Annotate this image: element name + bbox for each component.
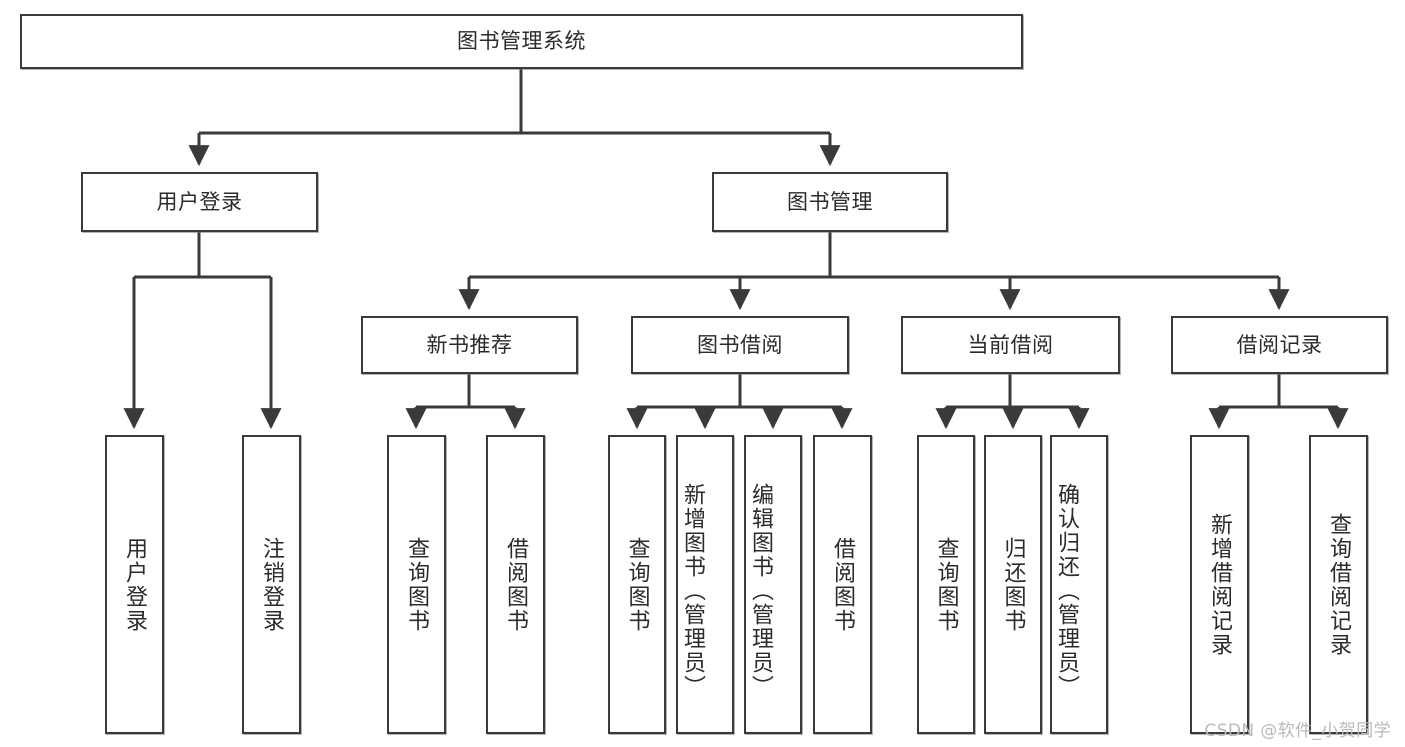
node-book-manage-label: 图书管理 <box>787 189 873 214</box>
node-leaf-return-book-label: 归还图书 <box>1000 536 1026 633</box>
node-root-label: 图书管理系统 <box>457 29 586 54</box>
node-leaf-user-logout-label: 注销登录 <box>259 536 285 633</box>
node-leaf-add-book[interactable]: 新增图书（管理员） <box>676 435 734 734</box>
node-leaf-confirm-return-label: 确认归还（管理员） <box>1054 482 1080 699</box>
node-book-borrow-label: 图书借阅 <box>697 332 783 357</box>
node-leaf-add-book-label: 新增图书（管理员） <box>680 482 706 699</box>
node-leaf-edit-book[interactable]: 编辑图书（管理员） <box>744 435 802 734</box>
node-leaf-query-record[interactable]: 查询借阅记录 <box>1309 435 1368 734</box>
node-leaf-query-book-2-label: 查询图书 <box>624 536 650 633</box>
node-leaf-borrow-book-1[interactable]: 借阅图书 <box>486 435 545 734</box>
node-book-manage[interactable]: 图书管理 <box>712 172 948 232</box>
node-leaf-add-record[interactable]: 新增借阅记录 <box>1190 435 1249 734</box>
node-leaf-user-login[interactable]: 用户登录 <box>105 435 164 734</box>
node-borrow-record-label: 借阅记录 <box>1236 332 1323 357</box>
node-leaf-borrow-book-2-label: 借阅图书 <box>830 536 856 633</box>
node-book-borrow[interactable]: 图书借阅 <box>631 316 849 374</box>
node-leaf-return-book[interactable]: 归还图书 <box>984 435 1042 734</box>
node-leaf-query-book-1-label: 查询图书 <box>404 536 430 633</box>
node-new-book-rec-label: 新书推荐 <box>426 332 513 357</box>
node-leaf-borrow-book-1-label: 借阅图书 <box>503 536 529 633</box>
node-leaf-user-login-label: 用户登录 <box>122 536 148 633</box>
node-current-borrow-label: 当前借阅 <box>967 332 1054 357</box>
node-leaf-confirm-return[interactable]: 确认归还（管理员） <box>1050 435 1108 734</box>
node-leaf-query-book-3[interactable]: 查询图书 <box>917 435 975 734</box>
node-leaf-user-logout[interactable]: 注销登录 <box>242 435 301 734</box>
node-leaf-query-book-3-label: 查询图书 <box>933 536 959 633</box>
node-borrow-record[interactable]: 借阅记录 <box>1171 316 1388 374</box>
node-root[interactable]: 图书管理系统 <box>20 14 1023 69</box>
node-new-book-rec[interactable]: 新书推荐 <box>361 316 578 374</box>
node-leaf-query-book-1[interactable]: 查询图书 <box>387 435 446 734</box>
node-current-borrow[interactable]: 当前借阅 <box>901 316 1120 374</box>
node-leaf-add-record-label: 新增借阅记录 <box>1207 512 1233 657</box>
node-leaf-borrow-book-2[interactable]: 借阅图书 <box>813 435 872 734</box>
node-user-login-label: 用户登录 <box>156 189 243 214</box>
node-user-login[interactable]: 用户登录 <box>81 172 318 232</box>
node-leaf-query-record-label: 查询借阅记录 <box>1326 512 1352 657</box>
node-leaf-query-book-2[interactable]: 查询图书 <box>608 435 666 734</box>
node-leaf-edit-book-label: 编辑图书（管理员） <box>748 482 774 699</box>
